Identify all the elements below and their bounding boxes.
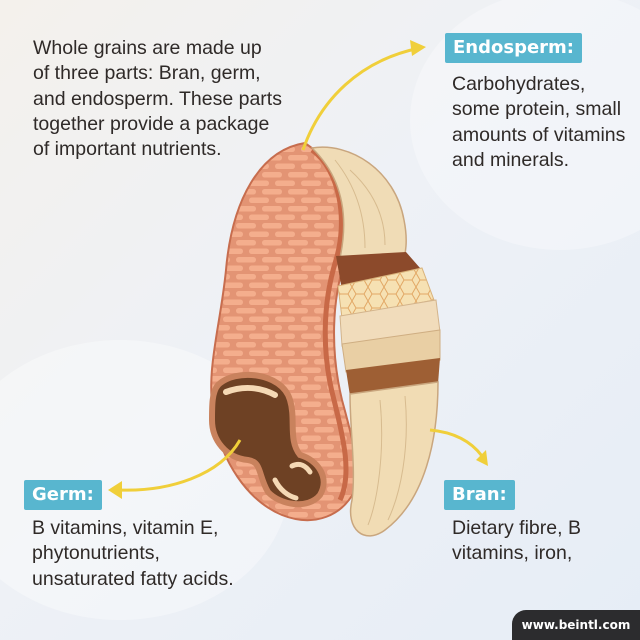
bran-layer-brown xyxy=(336,252,420,290)
bran-fibre-line xyxy=(387,395,407,521)
arrow-to-bran xyxy=(429,428,488,466)
endosperm-fibre-line xyxy=(349,169,386,246)
germ-highlight xyxy=(272,477,299,501)
intro-text: Whole grains are made up of three parts:… xyxy=(33,37,282,161)
bran-label: Bran: xyxy=(444,480,515,510)
endosperm-description: Carbohydrates, some protein, small amoun… xyxy=(452,73,626,171)
website-url[interactable]: www.beintl.com xyxy=(521,618,631,632)
bran-outer-sheet xyxy=(349,381,439,537)
bran-layer-edge xyxy=(310,147,349,502)
germ-highlight xyxy=(289,461,313,475)
germ xyxy=(208,371,327,508)
endosperm-label: Endosperm: xyxy=(445,33,582,63)
germ-label: Germ: xyxy=(24,480,102,510)
germ-highlight xyxy=(223,385,278,398)
website-footer[interactable]: www.beintl.com xyxy=(512,610,640,640)
bran-fibre-line xyxy=(367,399,383,526)
germ-description: B vitamins, vitamin E, phytonutrients, u… xyxy=(32,517,234,590)
arrow-to-germ xyxy=(108,439,242,499)
bran-description: Dietary fibre, B vitamins, iron, xyxy=(452,517,581,565)
endosperm-fibre-line xyxy=(334,159,366,249)
arrow-to-endosperm xyxy=(301,40,426,151)
